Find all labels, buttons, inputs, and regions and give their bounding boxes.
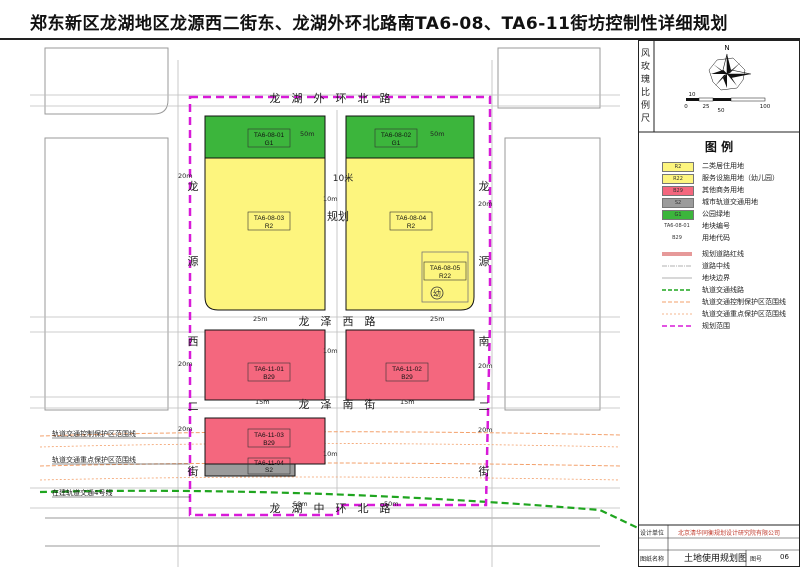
rail-line-4: [39, 489, 638, 529]
footer-no-label: 图号: [750, 556, 763, 563]
road-bottom: 龙 湖 中 环 北 路: [270, 502, 391, 515]
road-center: 规划: [327, 209, 349, 223]
label-TA6-08-03: TA6-08-03: [254, 215, 285, 222]
use-TA6-08-01: G1: [265, 140, 274, 147]
use-TA6-08-05: R22: [439, 273, 451, 280]
dim-mid-2: 25m: [430, 315, 445, 323]
dim-right-2: 20m: [478, 362, 493, 370]
dim-left-2: 20m: [178, 360, 193, 368]
parcel-TA6-11-04: [204, 463, 296, 477]
road-left-0: 龙: [188, 180, 199, 193]
road-right-1: 源: [479, 254, 490, 268]
road-left-2: 西: [188, 335, 199, 348]
label-TA6-11-03: TA6-11-03: [254, 432, 284, 439]
road-mid: 龙 泽 西 路: [299, 315, 376, 328]
road-right-0: 龙: [479, 180, 490, 193]
footer-sheet-label: 图纸名称: [640, 556, 665, 563]
dim-center-2: 10m: [323, 347, 338, 355]
dim-top-1: 50m: [300, 130, 315, 138]
parcel-TA6-11-02: [345, 329, 475, 401]
scale-tick-100: 100: [760, 104, 771, 110]
dim-center-3: 10m: [323, 450, 338, 458]
road-10m: 10米: [333, 172, 353, 184]
kindergarten-symbol: [430, 286, 444, 300]
side-frame: N 0 10 25 50 100: [638, 40, 800, 567]
dim-top-2: 50m: [430, 130, 445, 138]
scale-tick-0: 0: [684, 104, 688, 110]
rose-label: 风玫瑰比例尺: [641, 49, 651, 124]
north-mark: N: [724, 44, 729, 52]
legend-line-samples: [662, 252, 692, 327]
label-TA6-08-05: TA6-08-05: [430, 265, 461, 272]
label-TA6-11-04: TA6-11-04: [254, 460, 284, 467]
dim-left-1: 20m: [178, 172, 193, 180]
use-TA6-11-04: S2: [265, 467, 273, 474]
road-right-3: 二: [479, 400, 490, 413]
scale-tick-25: 25: [703, 104, 710, 110]
scale-tick-10: 10: [689, 92, 696, 98]
map-title: 郑东新区龙湖地区龙源西二街东、龙湖外环北路南TA6-08、TA6-11街坊控制性…: [30, 14, 728, 34]
road-mid2: 龙 泽 南 街: [299, 397, 376, 411]
wind-rose-icon: [708, 53, 752, 91]
label-TA6-08-02: TA6-08-02: [381, 132, 412, 139]
dim-mid2-1: 15m: [255, 398, 270, 406]
road-left-3: 二: [188, 400, 199, 413]
road-right-2: 南: [479, 335, 490, 348]
use-TA6-08-04: R2: [407, 223, 416, 230]
use-TA6-08-03: R2: [265, 223, 274, 230]
road-top: 龙 湖 外 环 北 路: [270, 92, 391, 105]
title-bar: 郑东新区龙湖地区龙源西二街东、龙湖外环北路南TA6-08、TA6-11街坊控制性…: [0, 0, 800, 40]
land-use-map: 幼 TA6-08-01 G1 TA6-08-02 G1 TA6-08-03 R2…: [0, 40, 638, 567]
parcel-TA6-08-03: [204, 157, 326, 311]
parcels: [204, 115, 475, 477]
footer-unit-name: 北京清华同衡规划设计研究院有限公司: [678, 530, 781, 537]
kindergarten-mark: 幼: [433, 288, 441, 298]
rail-label-key: 轨道交通重点保护区范围线: [52, 455, 136, 464]
footer-unit-label: 设计单位: [640, 530, 665, 537]
label-TA6-08-04: TA6-08-04: [396, 215, 427, 222]
legend-title: 图 例: [704, 140, 734, 154]
label-TA6-11-02: TA6-11-02: [392, 366, 422, 373]
parcel-TA6-08-04: [345, 157, 475, 311]
scale-tick-50: 50: [718, 108, 725, 114]
dim-mid-1: 25m: [253, 315, 268, 323]
dim-mid2-2: 15m: [400, 398, 415, 406]
road-left-1: 源: [188, 254, 199, 268]
rail-label-line4: 在建轨道交通4号线: [52, 488, 112, 497]
surrounding-blocks: [44, 47, 601, 547]
dim-left-3: 20m: [178, 425, 193, 433]
use-TA6-11-03: B29: [263, 440, 275, 447]
footer-sheet-name: 土地使用规划图: [684, 554, 748, 564]
label-TA6-11-01: TA6-11-01: [254, 366, 284, 373]
use-TA6-11-02: B29: [401, 374, 413, 381]
dim-center-1: 10m: [323, 195, 338, 203]
planning-scope: [188, 95, 492, 517]
footer-no-value: 06: [780, 553, 789, 561]
road-left-4: 街: [188, 464, 199, 478]
road-right-4: 街: [479, 464, 490, 478]
scale-bar: [686, 97, 766, 102]
rail-protection-lines: [39, 431, 621, 481]
parcel-TA6-11-01: [204, 329, 326, 401]
dim-right-1: 20m: [478, 200, 493, 208]
parcel-TA6-11-03: [204, 417, 326, 465]
use-TA6-08-02: G1: [392, 140, 401, 147]
dim-bottom-1: 50m: [293, 500, 308, 508]
label-TA6-08-01: TA6-08-01: [254, 132, 285, 139]
parcel-TA6-08-05: [421, 251, 469, 303]
dim-right-3: 20m: [478, 426, 493, 434]
rail-label-control: 轨道交通控制保护区范围线: [52, 429, 136, 438]
dim-bottom-2: 50m: [384, 500, 399, 508]
use-TA6-11-01: B29: [263, 374, 275, 381]
